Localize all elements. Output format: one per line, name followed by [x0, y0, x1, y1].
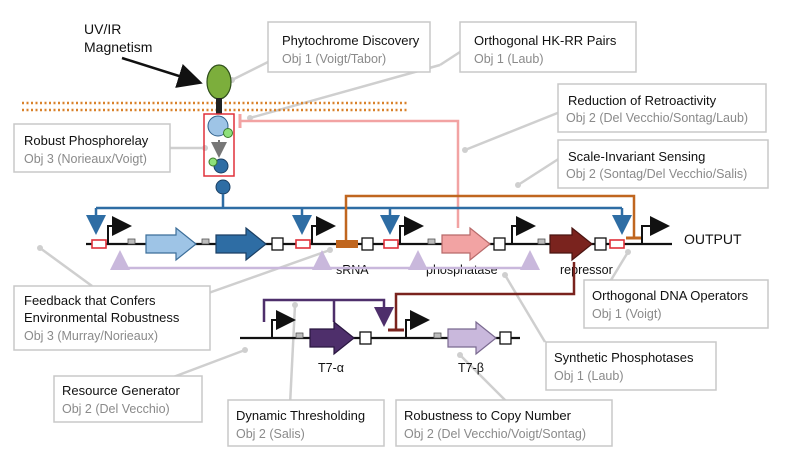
gene-light-blue [145, 226, 197, 262]
box-subtitle: Obj 2 (Del Vecchio) [62, 402, 170, 416]
terminator [499, 331, 512, 345]
box-subtitle: Obj 2 (Del Vecchio/Sontag/Laub) [566, 111, 748, 125]
box-subtitle: Obj 1 (Laub) [554, 369, 623, 383]
box-title: Synthetic Phosphotases [554, 350, 694, 365]
promoter-1 [107, 216, 132, 244]
t7-promoter-2 [405, 310, 430, 338]
rbs [201, 238, 210, 245]
box-title: Robust Phosphorelay [24, 133, 149, 148]
box-subtitle: Obj 3 (Norieaux/Voigt) [24, 152, 147, 166]
blue-regulation-lines [86, 194, 632, 235]
terminator [361, 237, 374, 251]
box-title: Feedback that Confers [24, 293, 156, 308]
dna-operator [91, 239, 107, 249]
box-feedback-robustness: Feedback that Confers Environmental Robu… [13, 285, 211, 351]
box-subtitle: Obj 2 (Salis) [236, 427, 305, 441]
box-subtitle: Obj 1 (Laub) [474, 52, 543, 66]
box-title: Orthogonal HK-RR Pairs [474, 33, 617, 48]
label-t7-alpha: T7-α [318, 361, 344, 375]
box-reduction-of-retroactivity: Reduction of Retroactivity Obj 2 (Del Ve… [557, 83, 767, 133]
repressor-gene [549, 226, 593, 262]
label-phosphatase: phosphatase [426, 263, 498, 277]
label-srna: sRNA [336, 263, 369, 277]
rbs [537, 238, 546, 245]
box-subtitle: Obj 1 (Voigt) [592, 307, 661, 321]
gene-dark-blue [215, 226, 267, 262]
box-title: Robustness to Copy Number [404, 408, 572, 423]
box-subtitle: Obj 3 (Murray/Norieaux) [24, 329, 158, 343]
box-title-line2: Environmental Robustness [24, 310, 180, 325]
box-synthetic-phosphotases: Synthetic Phosphotases Obj 1 (Laub) [545, 341, 717, 391]
box-subtitle: Obj 2 (Sontag/Del Vecchio/Salis) [566, 167, 747, 181]
label-t7-beta: T7-β [458, 361, 484, 375]
receptor-protein [203, 64, 235, 195]
box-subtitle: Obj 1 (Voigt/Tabor) [282, 52, 386, 66]
terminator [359, 331, 372, 345]
box-orthogonal-dna-operators: Orthogonal DNA Operators Obj 1 (Voigt) [583, 279, 769, 329]
transmembrane-domain [216, 98, 222, 114]
box-title: Resource Generator [62, 383, 180, 398]
box-robustness-copy-number: Robustness to Copy Number Obj 2 (Del Vec… [395, 399, 613, 447]
output-label: OUTPUT [684, 231, 742, 247]
box-subtitle: Obj 2 (Del Vecchio/Voigt/Sontag) [404, 427, 586, 441]
main-dna-strand [86, 216, 672, 262]
box-robust-phosphorelay: Robust Phosphorelay Obj 3 (Norieaux/Voig… [13, 123, 171, 173]
response-regulator [215, 179, 231, 195]
t7-activation-lines [262, 298, 394, 327]
dna-operator [383, 239, 399, 249]
label-repressor: repressor [560, 263, 613, 277]
box-title: Dynamic Thresholding [236, 408, 365, 423]
t7-alpha-gene [309, 320, 355, 356]
phosphatase-inhibition-line [238, 114, 460, 228]
signal-arrow [121, 56, 203, 88]
rbs [433, 332, 442, 339]
phosphate-group [208, 157, 218, 167]
box-title: Scale-Invariant Sensing [568, 149, 705, 164]
box-phytochrome-discovery: Phytochrome Discovery Obj 1 (Voigt/Tabor… [267, 21, 431, 73]
box-dynamic-thresholding: Dynamic Thresholding Obj 2 (Salis) [227, 399, 385, 447]
box-title: Phytochrome Discovery [282, 33, 420, 48]
terminator [594, 237, 607, 251]
promoter-2 [311, 216, 336, 244]
phosphatase-gene [441, 226, 491, 262]
signal-label-magnetism: Magnetism [84, 39, 152, 55]
box-title: Reduction of Retroactivity [568, 93, 717, 108]
cell-membrane [22, 101, 408, 112]
dna-operator [609, 239, 625, 249]
phytochrome-sensor [206, 64, 232, 100]
terminator [271, 237, 284, 251]
terminator [493, 237, 506, 251]
promoter-4 [511, 216, 536, 244]
box-resource-generator: Resource Generator Obj 2 (Del Vecchio) [53, 375, 203, 423]
rbs [295, 332, 304, 339]
signal-label-uv-ir: UV/IR [84, 21, 121, 37]
phosphorelay-highlight [203, 113, 235, 177]
rbs [127, 238, 136, 245]
t7-beta-gene [447, 320, 497, 356]
phosphate-group [223, 128, 233, 138]
box-scale-invariant-sensing: Scale-Invariant Sensing Obj 2 (Sontag/De… [557, 139, 769, 189]
box-orthogonal-hk-rr: Orthogonal HK-RR Pairs Obj 1 (Laub) [459, 21, 637, 73]
promoter-3 [399, 216, 424, 244]
srna-regulation-line [344, 194, 642, 240]
lavender-feedback-lines [110, 250, 540, 270]
srna-gene [336, 240, 358, 248]
rbs [427, 238, 436, 245]
t7-promoter-1 [271, 310, 296, 338]
dna-operator [295, 239, 311, 249]
repressor-inhibition-line [388, 262, 576, 332]
box-title: Orthogonal DNA Operators [592, 288, 749, 303]
t7-dna-strand [240, 310, 520, 356]
histidine-kinase [207, 115, 229, 137]
output-promoter [641, 216, 670, 244]
